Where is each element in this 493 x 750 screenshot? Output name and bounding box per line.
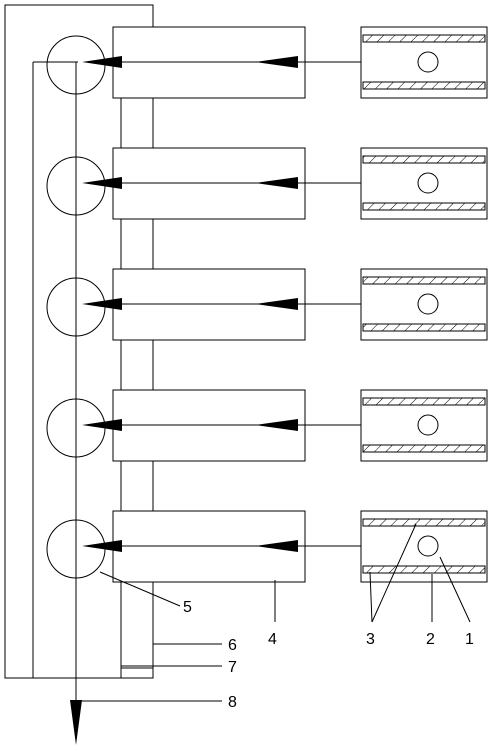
- arrow-mid-icon-1: [255, 56, 298, 68]
- arrow-left-icon-2: [82, 177, 122, 189]
- small-circle-4: [417, 414, 439, 436]
- arrow-mid-icon-2: [255, 177, 298, 189]
- bottom-hatch-strip-3: [362, 323, 486, 332]
- top-hatch-strip-3: [362, 276, 486, 285]
- small-circle-5: [417, 535, 439, 557]
- callout-label-8: 8: [228, 694, 237, 711]
- leader-3b: [369, 571, 373, 623]
- leader-5: [99, 571, 181, 607]
- outlet-arrow-icon: [70, 700, 82, 745]
- arrow-left-icon-3: [82, 298, 122, 310]
- top-hatch-strip-1: [362, 34, 486, 43]
- leader-1: [439, 556, 471, 623]
- arrow-mid-icon-4: [255, 419, 298, 431]
- units-group: [46, 26, 488, 583]
- callout-label-4: 4: [268, 631, 277, 648]
- outer-frame: [4, 4, 154, 679]
- callout-label-3: 3: [366, 631, 375, 648]
- top-hatch-strip-2: [362, 155, 486, 164]
- bottom-hatch-strip-2: [362, 202, 486, 211]
- bottom-hatch-strip-5: [362, 565, 486, 574]
- arrow-mid-icon-3: [255, 298, 298, 310]
- arrow-left-icon-1: [82, 56, 122, 68]
- leader-3a: [371, 523, 417, 623]
- callout-label-6: 6: [228, 637, 237, 654]
- callout-label-7: 7: [228, 659, 237, 676]
- top-hatch-strip-4: [362, 397, 486, 406]
- small-circle-1: [417, 51, 439, 73]
- small-circle-3: [417, 293, 439, 315]
- arrow-left-icon-4: [82, 419, 122, 431]
- callout-label-5: 5: [183, 599, 192, 616]
- bottom-hatch-strip-4: [362, 444, 486, 453]
- top-hatch-strip-5: [362, 518, 486, 527]
- callout-label-2: 2: [426, 631, 435, 648]
- arrow-mid-icon-5: [255, 540, 298, 552]
- arrow-left-icon-5: [82, 540, 122, 552]
- small-circle-2: [417, 172, 439, 194]
- callout-label-1: 1: [465, 631, 474, 648]
- bottom-hatch-strip-1: [362, 81, 486, 90]
